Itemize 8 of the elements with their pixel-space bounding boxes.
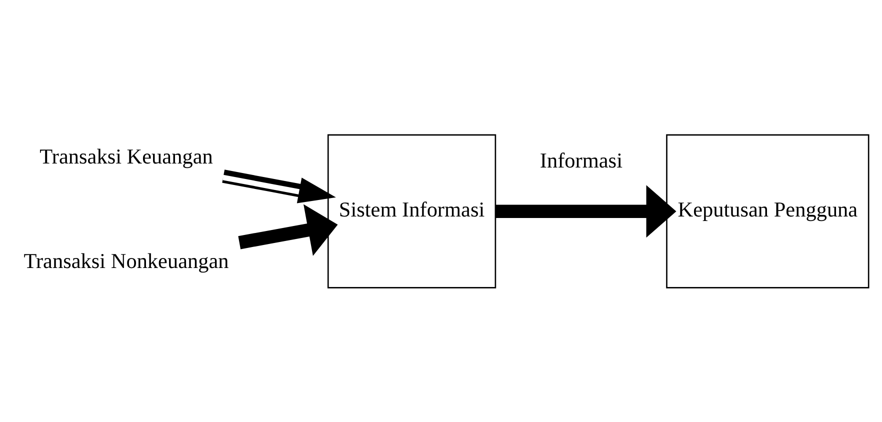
node-text: Transaksi Nonkeuangan — [24, 249, 229, 274]
arrow — [495, 185, 676, 238]
edge-label: Informasi — [540, 148, 622, 172]
arrow — [238, 204, 338, 256]
node-box: Sistem Informasi — [327, 134, 496, 288]
node-text: Transaksi Keuangan — [40, 144, 213, 168]
node-box: Keputusan Pengguna — [666, 134, 870, 288]
arrow — [222, 170, 336, 204]
